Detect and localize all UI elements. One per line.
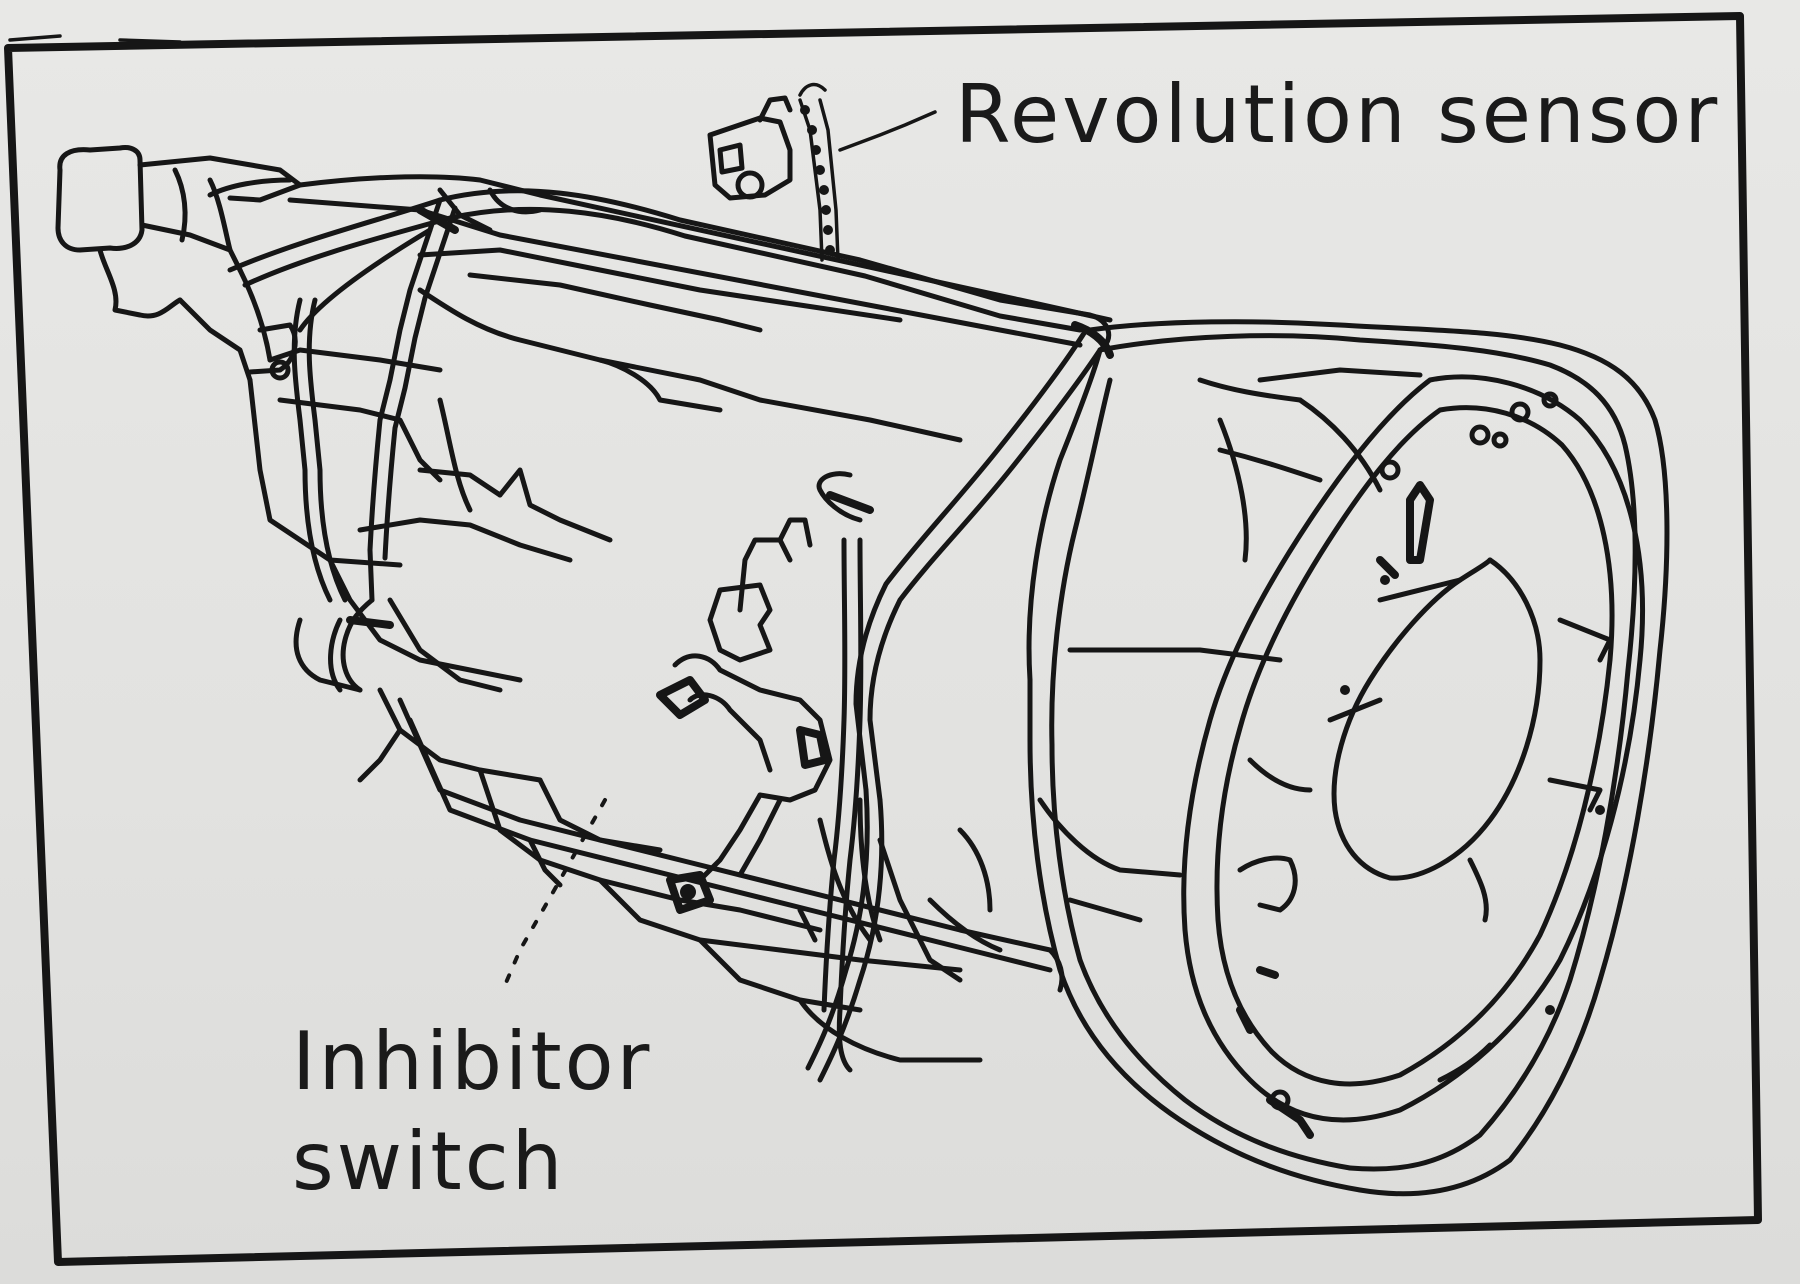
wire-harness (227, 188, 1112, 1083)
inhibitor-switch-label-line2: switch (292, 1115, 566, 1208)
revolution-sensor-leader (838, 110, 937, 152)
oil-pan (397, 697, 1065, 993)
revolution-sensor-label: Revolution sensor (955, 68, 1721, 161)
bell-housing (1026, 319, 1670, 1197)
inhibitor-switch-leader (503, 798, 607, 987)
harness-clamps (269, 206, 1114, 629)
housing-bolts (1236, 391, 1605, 1139)
inhibitor-switch (656, 517, 833, 914)
revolution-sensor (707, 82, 840, 262)
extension-housing (55, 145, 303, 383)
inhibitor-switch-label-line1: Inhibitor (292, 1015, 653, 1108)
diagram-frame (4, 12, 1762, 1266)
torque-converter-ring (1181, 374, 1645, 1123)
